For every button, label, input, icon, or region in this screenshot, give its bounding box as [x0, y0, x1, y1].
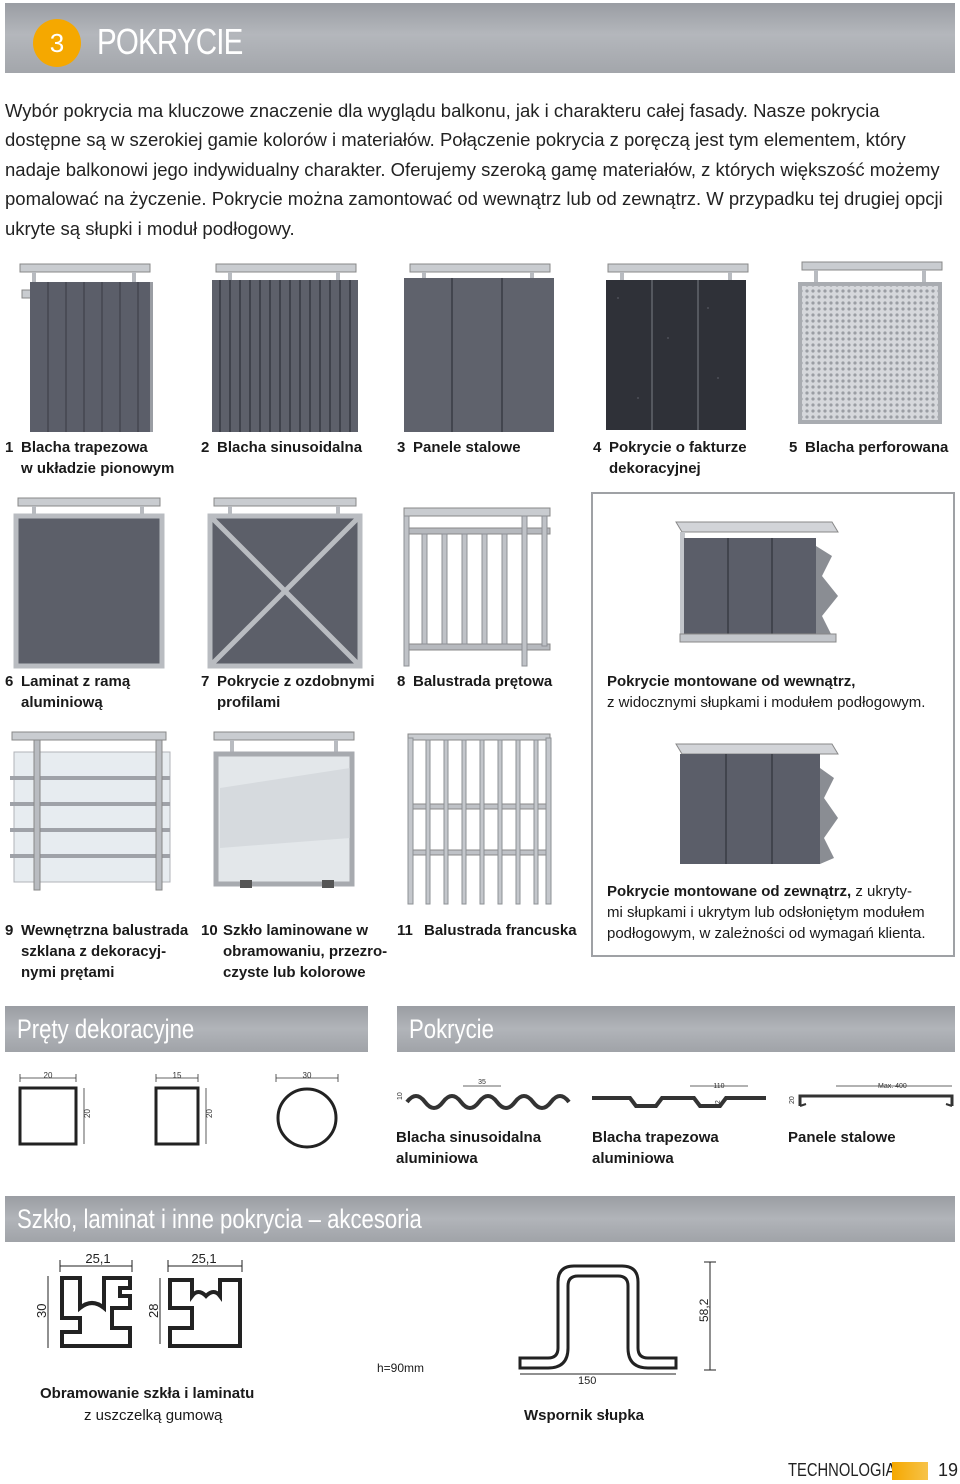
- caption-mount-inside: Pokrycie montowane od wewnątrz, z widocz…: [607, 673, 926, 711]
- caption-frame-sub: z uszczelką gumową: [84, 1407, 223, 1424]
- image-steel-panels: [400, 258, 560, 436]
- image-perforated-sheet: [792, 258, 952, 436]
- mounting-options-box: [591, 492, 955, 957]
- frame1-width-label: 25,1: [85, 1251, 110, 1266]
- caption-bracket: Wspornik słupka: [524, 1407, 645, 1424]
- bar-decorative-rods: Pręty dekoracyjne: [5, 1006, 368, 1052]
- image-decorative-texture: [598, 258, 758, 436]
- rod2-height-label: 20: [205, 1109, 214, 1118]
- frame2-width-label: 25,1: [191, 1251, 216, 1266]
- bracket-height-label: 58,2: [697, 1298, 711, 1322]
- rod-profile-rect-15x20: 15 20: [148, 1068, 228, 1158]
- rod1-width-label: 20: [44, 1071, 53, 1080]
- caption-profile-steel-panel: Panele stalowe: [788, 1129, 896, 1146]
- profile-sinusoidal: 35 10: [393, 1074, 583, 1124]
- image-sinusoidal-sheet: [206, 258, 366, 436]
- image-outside-mounted: [672, 738, 842, 868]
- image-french-balustrade: [404, 728, 554, 908]
- image-trapezoid-sheet: [10, 258, 170, 436]
- page-number: 19: [938, 1460, 959, 1480]
- image-inside-mounted: [672, 516, 842, 646]
- rod1-height-label: 20: [83, 1109, 92, 1118]
- bar-covering: Pokrycie: [397, 1006, 955, 1052]
- section-title: POKRYCIE: [97, 21, 243, 62]
- rod2-width-label: 15: [173, 1071, 182, 1080]
- panel-width-label: Max. 400: [878, 1083, 907, 1090]
- image-glass-rods: [6, 728, 176, 898]
- frame2-height-label: 28: [146, 1304, 161, 1318]
- sin-pitch-label: 35: [478, 1079, 486, 1086]
- image-laminate-frame: [10, 494, 170, 670]
- sin-height-label: 10: [397, 1092, 404, 1100]
- rod-profile-round-30: 30: [268, 1068, 348, 1158]
- footer-label: TECHNOLOGIA: [788, 1460, 896, 1480]
- height-note: h=90mm: [377, 1361, 425, 1375]
- footer-accent-bar: [892, 1462, 928, 1480]
- bracket-drawing: 58,2 150: [510, 1252, 720, 1392]
- caption-frame: Obramowanie szkła i laminatu: [40, 1385, 255, 1402]
- profile-steel-panel: Max. 400 20: [786, 1074, 958, 1124]
- section-header: 3 POKRYCIE: [5, 3, 955, 73]
- section-number-badge: 3: [33, 19, 81, 67]
- frame1-height-label: 30: [34, 1304, 49, 1318]
- image-rod-balustrade: [400, 494, 560, 670]
- caption-mount-outside: Pokrycie montowane od zewnątrz, z ukryty…: [607, 883, 926, 942]
- bracket-width-label: 150: [578, 1375, 596, 1387]
- profile-trapezoid: 110 12: [590, 1074, 770, 1124]
- image-laminated-glass: [210, 728, 360, 898]
- intro-paragraph: Wybór pokrycia ma kluczowe znaczenie dla…: [5, 100, 943, 239]
- rod-profile-square-20: 20 20: [12, 1068, 102, 1158]
- panel-height-label: 20: [789, 1096, 796, 1104]
- trap-pitch-label: 110: [713, 1083, 724, 1090]
- rod3-diameter-label: 30: [303, 1071, 312, 1080]
- bar-accessories: Szkło, laminat i inne pokrycia – akcesor…: [5, 1196, 955, 1242]
- image-decorative-profiles: [206, 494, 366, 670]
- frame-profile-drawing: 25,1 25,1 30 28: [28, 1248, 268, 1358]
